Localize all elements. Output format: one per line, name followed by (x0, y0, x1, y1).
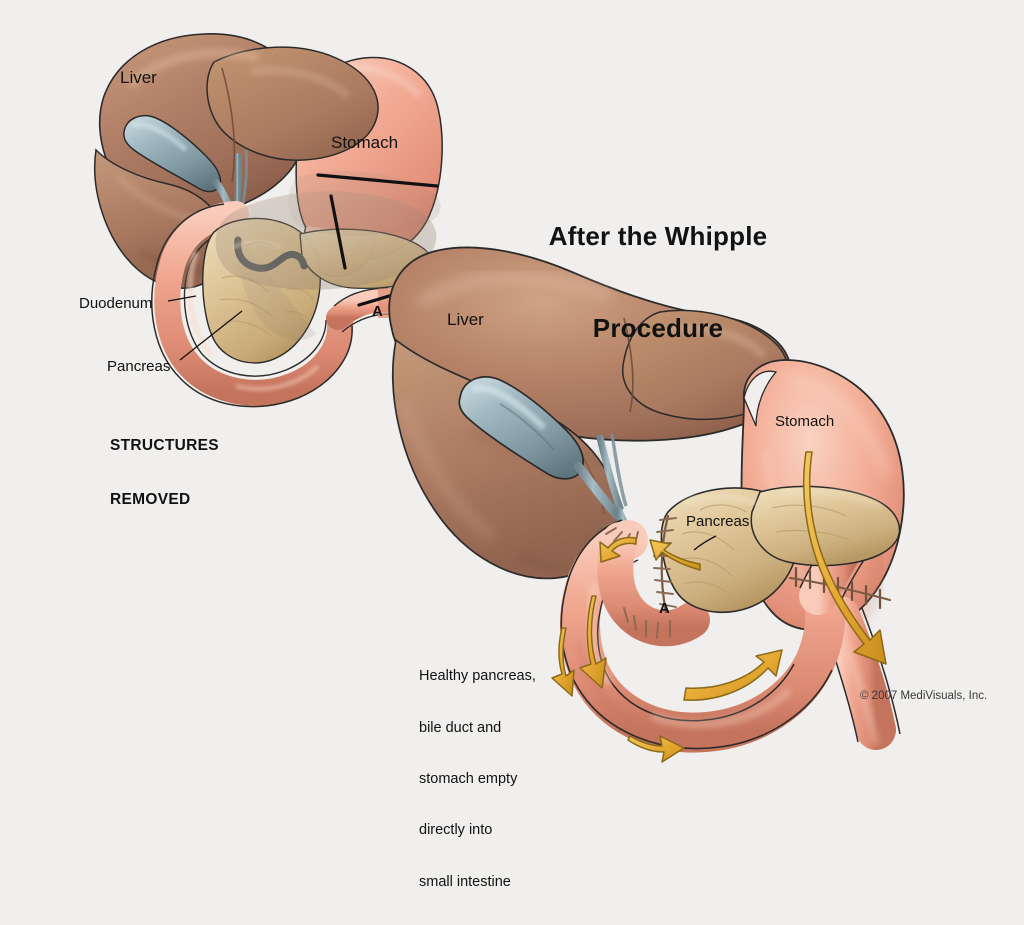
top-diagram-group (94, 33, 443, 408)
main-diagram-group (388, 246, 905, 763)
caption-line: stomach empty (419, 770, 518, 787)
top-liver (94, 33, 379, 289)
leader-lines-main (693, 535, 717, 551)
leader-lines-top (167, 295, 243, 361)
illustration-canvas: After the Whipple Procedure Liver Stomac… (79, 33, 988, 890)
medical-illustration-artwork (94, 33, 905, 763)
removed-structures-overlay (215, 171, 441, 341)
arrow-bile-flow (599, 536, 637, 563)
arrow-pancreatic-flow (649, 539, 701, 571)
caption-line: small intestine (419, 873, 511, 890)
arrow-stomach-to-jejunum (802, 451, 887, 665)
arrow-loop-upright (683, 649, 783, 701)
anastomosis-sutures (605, 514, 891, 639)
arrow-loop-left-small (551, 627, 575, 697)
caption-line: directly into (419, 822, 493, 839)
flow-arrows (551, 451, 887, 763)
arrow-jejunum-down (579, 595, 607, 689)
arrow-loop-bottom (627, 735, 685, 763)
